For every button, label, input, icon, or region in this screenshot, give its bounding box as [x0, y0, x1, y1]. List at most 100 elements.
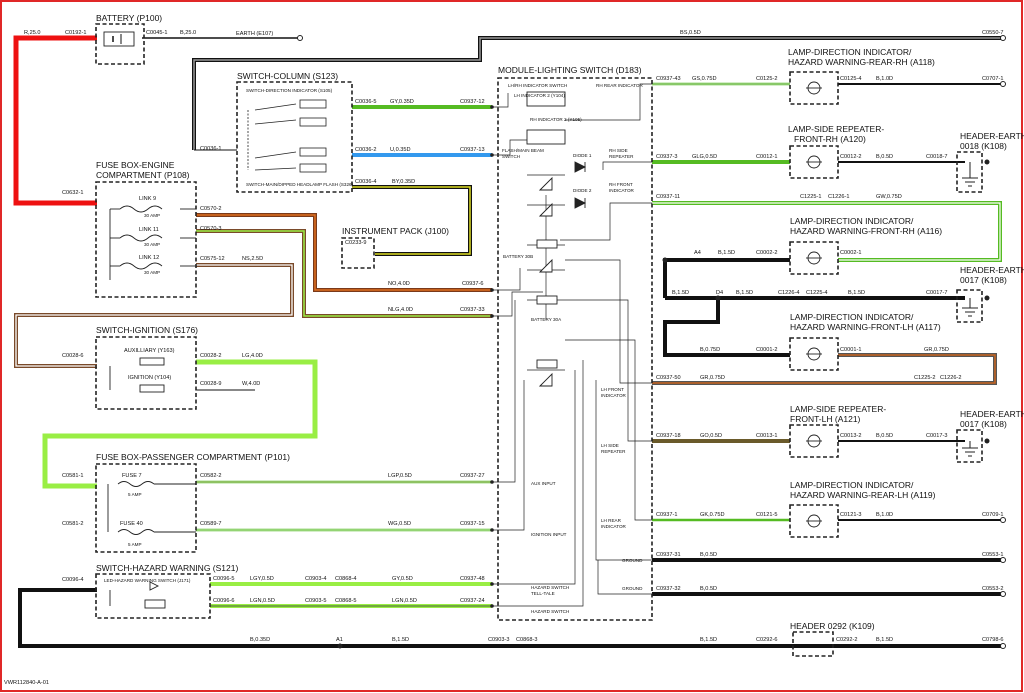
- wire-label: B,1.0D: [876, 76, 893, 82]
- connector-label: C0937-12: [460, 99, 485, 105]
- connector-label: C0937-18: [656, 433, 681, 439]
- lamp-a117-box: [789, 337, 839, 371]
- connector-label: C0709-1: [982, 512, 1003, 518]
- wire-label: U,0.35D: [390, 147, 411, 153]
- connector-label: C0045-1: [146, 30, 167, 36]
- diode2-label: DIODE 2: [573, 188, 592, 193]
- wire-gr-stripe: [652, 354, 996, 384]
- connector-label: C0937-50: [656, 375, 681, 381]
- wire-label: B,0.75D: [700, 347, 720, 353]
- wire-label: GW,0.75D: [876, 194, 902, 200]
- wire-label: B,0.5D: [876, 154, 893, 160]
- lh-rear-indicator-label-1: LH REAR: [601, 518, 622, 523]
- link9-amp: 30 AMP: [144, 213, 160, 218]
- connector-label: C0012-2: [840, 154, 861, 160]
- lh-rear-indicator-label-2: INDICATOR: [601, 524, 627, 529]
- ignition-label: IGNITION (Y104): [128, 375, 171, 381]
- component-titles: BATTERY (P100) EARTH (E107) SWITCH-COLUM…: [96, 13, 1024, 631]
- connector-label: C0002-1: [840, 250, 861, 256]
- switch-hazard-title: SWITCH-HAZARD WARNING (S121): [96, 563, 238, 573]
- wire-label: NO,4.0D: [388, 281, 410, 287]
- wire-label: B,1.5D: [700, 637, 717, 643]
- wire-label: B,1.5D: [848, 290, 865, 296]
- connector-label: C0121-3: [840, 512, 861, 518]
- connector-label: C0017-7: [926, 290, 947, 296]
- connector-label: C0868-5: [335, 598, 356, 604]
- wire-labels: R,25.0 C0192-1 C0045-1 B,25.0 BS,0.5D C0…: [4, 30, 1003, 686]
- rh-side-repeater-label-1: RH SIDE: [609, 148, 628, 153]
- connector-label: C0553-2: [982, 586, 1003, 592]
- wire-b-075: [663, 298, 790, 357]
- auxiliary-label: AUXILLIARY (Y163): [124, 348, 175, 354]
- wire-label: B,25.0: [180, 30, 196, 36]
- link9-label: LINK 9: [139, 196, 156, 202]
- lamp-a116-title-2: HAZARD WARNING-FRONT-RH (A116): [790, 226, 942, 236]
- rh-rear-indicator-label: RH REAR INDICATOR: [596, 83, 643, 88]
- connector-label: C0937-11: [656, 194, 680, 200]
- wire-no-stripe: [196, 214, 492, 291]
- connector-label: C0028-6: [62, 353, 83, 359]
- footer-code: VWR112840-A-01: [4, 680, 49, 686]
- connector-label: C1226-2: [940, 375, 961, 381]
- link11-label: LINK 11: [139, 227, 159, 233]
- connector-label: C0937-27: [460, 473, 485, 479]
- switch-hazard-box: [95, 573, 211, 619]
- connector-label: C0581-1: [62, 473, 83, 479]
- connector-label: C0632-1: [62, 190, 83, 196]
- instrument-pack-box: [341, 237, 375, 269]
- connector-label: C0013-1: [756, 433, 777, 439]
- connector-label: C0581-2: [62, 521, 83, 527]
- lamp-a118-title-1: LAMP-DIRECTION INDICATOR/: [788, 47, 912, 57]
- component-symbols: [103, 31, 978, 609]
- wire-label: LG,4.0D: [242, 353, 263, 359]
- module-lighting-title: MODULE-LIGHTING SWITCH (D183): [498, 65, 642, 75]
- header-earth-0017a-title-2: 0017 (K108): [960, 275, 1007, 285]
- junction-label: A1: [336, 637, 343, 643]
- fuse40-label: FUSE 40: [120, 521, 143, 527]
- rh-indicator2-label: RH INDICATOR 2 (Y105): [530, 117, 582, 122]
- fuse40-amp: 5 AMP: [128, 542, 142, 547]
- wire-label: B,0.5D: [700, 552, 717, 558]
- flash-main-beam-label-1: FLASH/MAIN BEAM: [502, 148, 544, 153]
- fuse-box-engine-title-2: COMPARTMENT (P108): [96, 170, 190, 180]
- connector-label: C0001-2: [756, 347, 777, 353]
- switch-column-title: SWITCH-COLUMN (S123): [237, 71, 338, 81]
- wire-label: GY,0.5D: [392, 576, 413, 582]
- rh-front-indicator-label-1: RH FRONT: [609, 182, 633, 187]
- connector-label: C1225-1: [800, 194, 821, 200]
- diode1-label: DIODE 1: [573, 153, 592, 158]
- wires: [13, 35, 1003, 648]
- earth-symbols: [962, 162, 978, 457]
- connector-label: C0012-1: [756, 154, 777, 160]
- fuse-box-engine-links: [109, 205, 196, 280]
- link12-label: LINK 12: [139, 255, 159, 261]
- ignition-switch-contacts: [109, 357, 165, 393]
- connector-label: C0292-6: [756, 637, 777, 643]
- connector-label: C0018-7: [926, 154, 947, 160]
- wire-lg: [42, 359, 318, 489]
- flash-main-beam-label-2: SWITCH: [502, 154, 520, 159]
- wire-label: LGY,0.5D: [250, 576, 274, 582]
- battery30a-label: BATTERY 30A: [531, 317, 562, 322]
- wire-red: [13, 35, 97, 206]
- connector-label: C0570-3: [200, 226, 221, 232]
- switch-column-box: [236, 81, 353, 193]
- connector-label: C0125-4: [840, 76, 861, 82]
- component-boxes: [95, 23, 983, 657]
- wire-label: GK,0.75D: [700, 512, 725, 518]
- connector-label: C0017-3: [926, 433, 947, 439]
- connector-label: C0937-31: [656, 552, 681, 558]
- wire-label: GO,0.5D: [700, 433, 722, 439]
- wire-nlg-stripe: [196, 230, 492, 317]
- wire-label: LGN,0.5D: [392, 598, 417, 604]
- connector-label: C0036-2: [355, 147, 376, 153]
- connector-label: C0292-2: [836, 637, 857, 643]
- wire-label: B,1.5D: [876, 637, 893, 643]
- wire-label: B,1.5D: [392, 637, 409, 643]
- connector-label: C0001-1: [840, 347, 861, 353]
- switch-ignition-title: SWITCH-IGNITION (S176): [96, 325, 198, 335]
- junction-label: A4: [694, 250, 701, 256]
- header-earth-0018-title-1: HEADER-EARTH: [960, 131, 1024, 141]
- wire-label: GS,0.75D: [692, 76, 717, 82]
